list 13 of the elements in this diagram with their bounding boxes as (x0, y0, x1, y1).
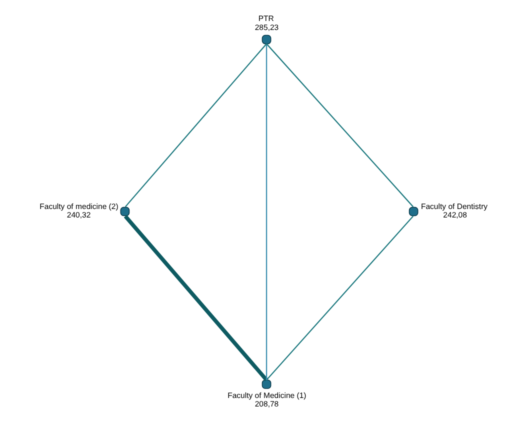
node-label: Faculty of medicine (2) (40, 202, 118, 212)
node-label: 285,23 (254, 22, 279, 32)
node-label: 240,32 (66, 210, 91, 220)
connector (124, 214, 268, 382)
connector (266, 44, 268, 380)
connector (266, 43, 414, 208)
connector (266, 216, 414, 380)
node-label: Faculty of Dentistry (420, 202, 488, 212)
node-label: 208,78 (254, 399, 279, 408)
node-label: PTR (258, 14, 274, 24)
connector (124, 43, 267, 208)
node-label: 242,08 (443, 210, 467, 220)
node-label: Faculty of Medicine (1) (228, 390, 306, 400)
